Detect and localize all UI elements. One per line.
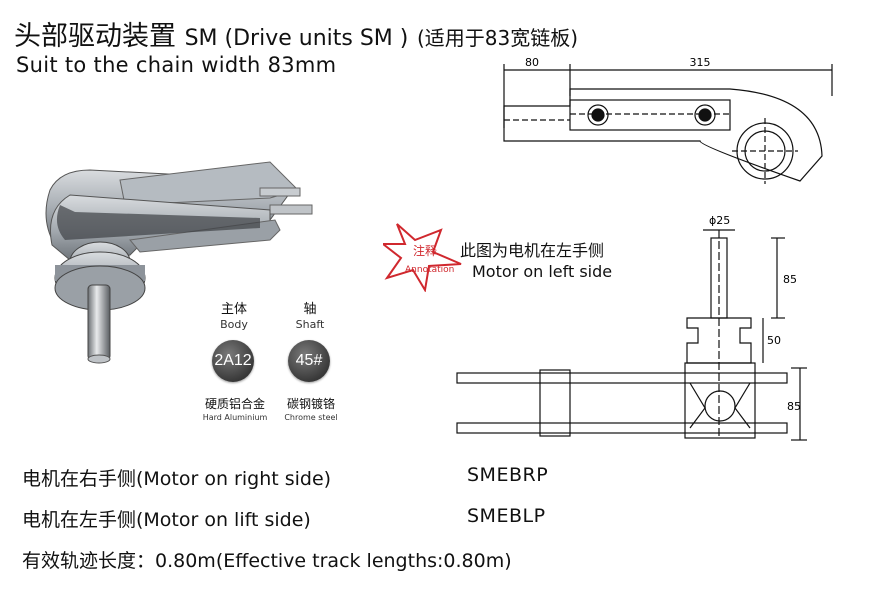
page-title: 头部驱动装置 SM (Drive units SM ) (适用于83宽链板) [14,14,578,53]
dim-315: 315 [690,56,711,69]
material-shaft-badge: 45# [288,340,330,382]
dim-height-85: 85 [787,400,801,413]
material-body-label: 主体 Body [210,302,258,332]
drawing-top-view: 80 315 [503,56,833,184]
title-en: SM (Drive units SM ) [184,26,409,51]
material-shaft-desc-en: Chrome steel [284,413,338,422]
material-shaft-label: 轴 Shaft [286,302,334,332]
dim-hub-50: 50 [767,334,781,347]
material-body-desc: 硬质铝合金 Hard Aluminium [195,398,275,424]
material-body-en: Body [220,318,248,331]
drawing-side-view: ϕ25 85 50 85 [456,214,807,441]
spec-right-code: SMEBRP [467,464,549,486]
material-shaft-cn: 轴 [303,302,317,317]
note-en: Motor on left side [472,262,613,281]
material-shaft-en: Shaft [295,318,325,331]
title-suffix: (适用于83宽链板) [416,26,579,50]
material-body-desc-en: Hard Aluminium [202,413,268,422]
product-photo [45,161,313,364]
material-body-cn: 主体 [220,302,247,317]
spec-right-label: 电机在右手侧(Motor on right side) [22,468,332,490]
note-cn: 此图为电机在左手侧 [460,241,605,260]
material-body-badge: 2A12 [212,340,254,382]
material-body-desc-cn: 硬质铝合金 [204,397,265,411]
dim-diameter: ϕ25 [709,214,730,227]
subtitle: Suit to the chain width 83mm [16,53,337,77]
annotation-stamp-icon: 注释 Annotation [383,223,462,292]
spec-left-label: 电机在左手侧(Motor on lift side) [22,509,311,531]
track-length: 有效轨迹长度：0.80m(Effective track lengths:0.8… [22,550,512,572]
material-shaft-desc-cn: 碳钢镀铬 [286,397,335,411]
title-cn: 头部驱动装置 [14,21,176,52]
material-shaft-desc: 碳钢镀铬 Chrome steel [271,398,351,424]
stamp-en: Annotation [405,265,454,275]
stamp-cn: 注释 [413,243,437,258]
spec-left-code: SMEBLP [467,505,546,527]
dim-shaft-85: 85 [783,273,797,286]
dim-80: 80 [525,56,539,69]
